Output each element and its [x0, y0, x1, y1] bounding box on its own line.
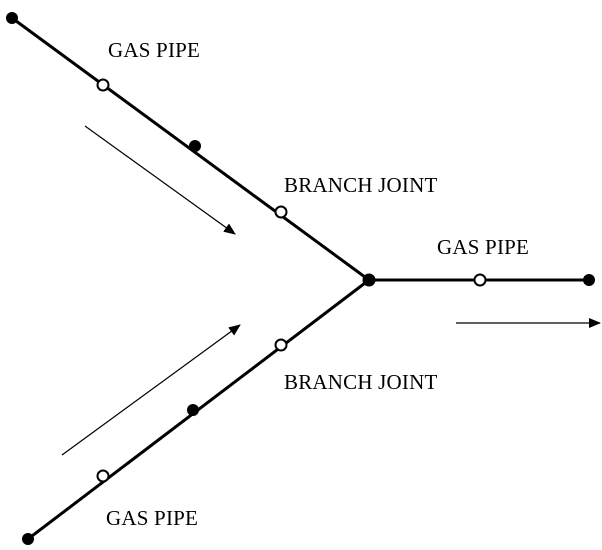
- branch-joint-lower-label: BRANCH JOINT: [284, 370, 438, 394]
- upper-gas-pipe-marker: [96, 78, 110, 92]
- upper-pipe-end-node: [6, 12, 18, 24]
- upper-inflow-arrow: [84, 125, 236, 235]
- lower-branch-joint-marker: [274, 338, 288, 352]
- gas-pipe-right-label: GAS PIPE: [437, 235, 529, 259]
- gas-pipe-top-label: GAS PIPE: [108, 38, 200, 62]
- lower-inflow-arrow: [61, 324, 241, 456]
- lower-mid-node: [187, 404, 199, 416]
- branch-joint-upper-label: BRANCH JOINT: [284, 173, 438, 197]
- lower-gas-pipe-marker: [96, 469, 110, 483]
- outlet-gas-pipe-marker: [473, 273, 487, 287]
- outlet-end-node: [583, 274, 595, 286]
- upper-branch-joint-marker: [274, 205, 288, 219]
- gas-pipe-bottom-label: GAS PIPE: [106, 506, 198, 530]
- junction-node: [362, 273, 376, 287]
- upper-mid-node: [189, 140, 201, 152]
- lower-pipe-end-node: [22, 533, 34, 545]
